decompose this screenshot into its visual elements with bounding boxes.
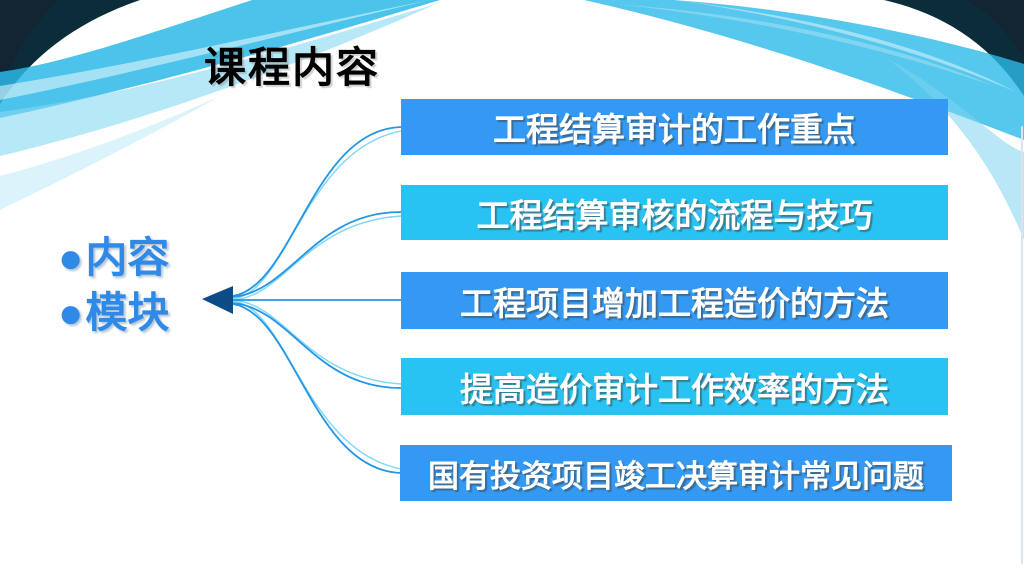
side-label-module: 模块 xyxy=(85,289,170,337)
module-bar-label: 国有投资项目竣工决算审计常见问题 xyxy=(428,458,924,494)
module-bar-label: 提高造价审计工作效率的方法 xyxy=(460,370,889,408)
side-label-content: 内容 xyxy=(85,234,170,281)
module-bar: 工程结算审核的流程与技巧 xyxy=(401,185,948,240)
module-bar-label: 工程结算审核的流程与技巧 xyxy=(476,196,873,234)
corner-wave-top-right xyxy=(584,0,1024,240)
module-bar: 提高造价审计工作效率的方法 xyxy=(401,358,948,415)
right-edge-line xyxy=(1021,126,1023,564)
module-bar: 国有投资项目竣工决算审计常见问题 xyxy=(400,445,952,501)
slide-title: 课程内容 xyxy=(204,44,381,91)
side-label-row-content: ● 内容 xyxy=(58,230,169,285)
side-label: ● 内容 ● 模块 xyxy=(58,230,169,341)
module-bar-label: 工程项目增加工程造价的方法 xyxy=(460,284,889,322)
module-bar: 工程项目增加工程造价的方法 xyxy=(401,272,948,329)
module-bar-label: 工程结算审计的工作重点 xyxy=(493,111,856,148)
arrow-left-icon xyxy=(202,286,233,314)
corner-wave-top-left xyxy=(0,0,440,210)
bullet-icon: ● xyxy=(58,289,84,337)
side-label-row-module: ● 模块 xyxy=(58,285,169,340)
bullet-icon: ● xyxy=(58,234,84,281)
module-bar: 工程结算审计的工作重点 xyxy=(401,99,948,155)
